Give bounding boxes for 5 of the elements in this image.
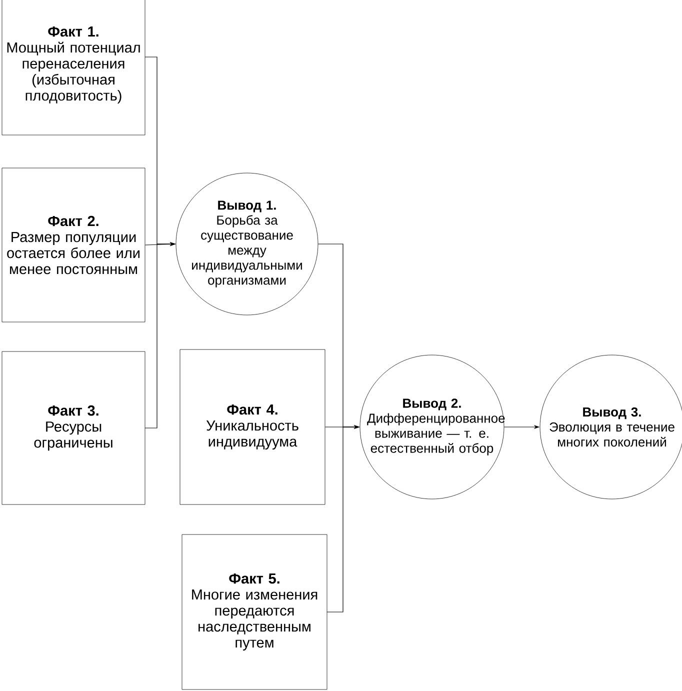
- fact-box: Факт 3. Ресурсы ограничены: [2, 351, 146, 505]
- fact-box: Факт 4. Уникальность индивидуума: [180, 349, 326, 505]
- fact-box: Факт 1. Мощный потенциал перенаселения (избыточная плодовитость): [2, 0, 146, 136]
- fact-box: Факт 2. Размер популяции остается более или менее постоянным: [2, 168, 146, 322]
- fact-box: Факт 5. Многие изменения передаются наследственным путем: [182, 534, 328, 690]
